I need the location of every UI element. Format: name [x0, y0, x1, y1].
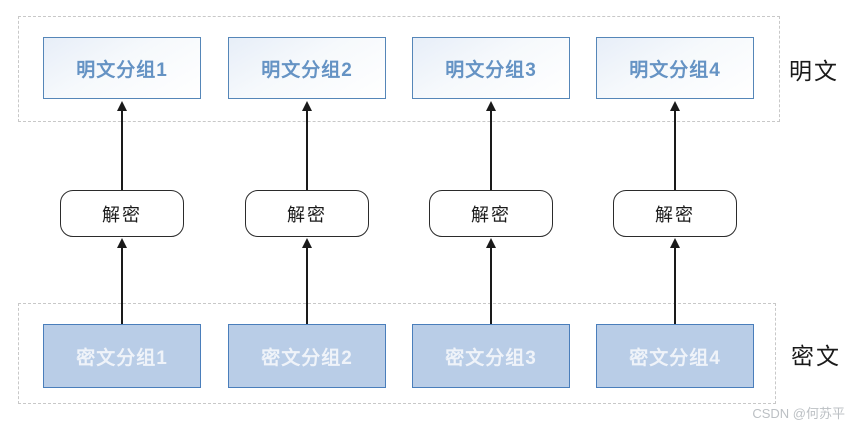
ciphertext-block-3: 密文分组3: [412, 324, 570, 388]
ciphertext-block-2: 密文分组2: [228, 324, 386, 388]
plaintext-block-1: 明文分组1: [43, 37, 201, 99]
arrowhead-icon: [486, 101, 496, 111]
decrypt-box-4: 解密: [613, 190, 737, 237]
up-arrow-cipher-to-decrypt-2: [300, 238, 314, 324]
up-arrow-cipher-to-decrypt-1: [115, 238, 129, 324]
ciphertext-group-container: [18, 303, 776, 404]
ciphertext-group-label: 密文: [791, 343, 841, 369]
plaintext-block-3: 明文分组3: [412, 37, 570, 99]
decrypt-box-3: 解密: [429, 190, 553, 237]
up-arrow-decrypt-to-plain-4: [668, 101, 682, 190]
up-arrow-decrypt-to-plain-3: [484, 101, 498, 190]
plaintext-block-2: 明文分组2: [228, 37, 386, 99]
arrowhead-icon: [302, 101, 312, 111]
plaintext-group-container: [18, 16, 780, 122]
arrowhead-icon: [486, 238, 496, 248]
ciphertext-block-1: 密文分组1: [43, 324, 201, 388]
up-arrow-cipher-to-decrypt-4: [668, 238, 682, 324]
decrypt-box-1: 解密: [60, 190, 184, 237]
arrowhead-icon: [302, 238, 312, 248]
csdn-watermark: CSDN @何苏平: [752, 406, 845, 421]
arrow-shaft: [674, 110, 676, 190]
arrowhead-icon: [117, 101, 127, 111]
arrow-shaft: [121, 110, 123, 190]
ciphertext-block-4: 密文分组4: [596, 324, 754, 388]
decrypt-box-2: 解密: [245, 190, 369, 237]
up-arrow-decrypt-to-plain-1: [115, 101, 129, 190]
up-arrow-cipher-to-decrypt-3: [484, 238, 498, 324]
arrow-shaft: [306, 247, 308, 324]
arrow-shaft: [490, 247, 492, 324]
arrow-shaft: [121, 247, 123, 324]
plaintext-group-label: 明文: [789, 58, 839, 84]
arrow-shaft: [674, 247, 676, 324]
arrowhead-icon: [670, 101, 680, 111]
arrow-shaft: [306, 110, 308, 190]
arrowhead-icon: [117, 238, 127, 248]
plaintext-block-4: 明文分组4: [596, 37, 754, 99]
arrow-shaft: [490, 110, 492, 190]
up-arrow-decrypt-to-plain-2: [300, 101, 314, 190]
arrowhead-icon: [670, 238, 680, 248]
